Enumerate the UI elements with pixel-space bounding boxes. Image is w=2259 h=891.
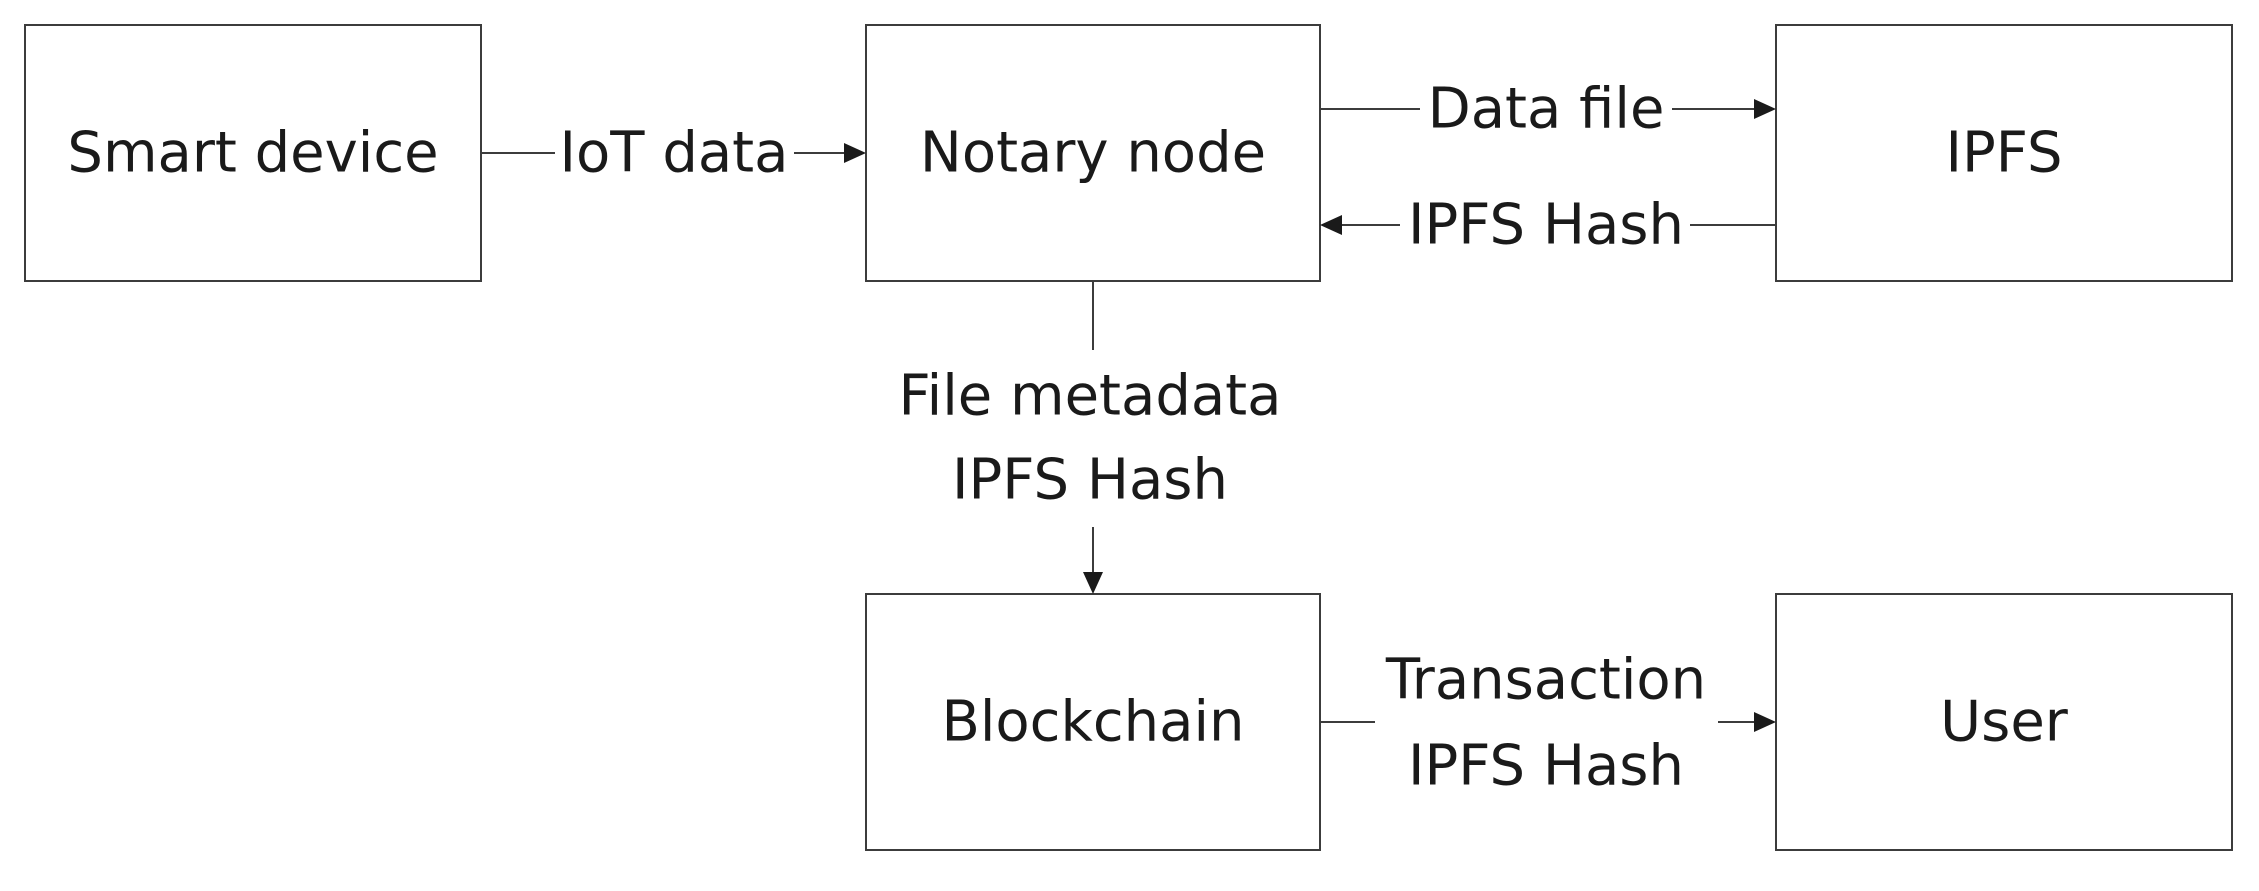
node-ipfs: IPFS [1775,24,2233,282]
node-blockchain-label: Blockchain [941,690,1244,755]
edge-iot-data-label: IoT data [560,121,789,186]
node-user-label: User [1940,690,2069,755]
edge-file-metadata-label-1: File metadata [899,364,1282,429]
node-ipfs-label: IPFS [1945,121,2062,186]
node-user: User [1775,593,2233,851]
edge-ipfs-hash-label: IPFS Hash [1408,193,1684,258]
arrowhead-left-icon [1320,215,1342,235]
node-blockchain-box [865,593,1321,851]
arrowhead-right-icon [1754,712,1776,732]
node-notary: Notary node [865,24,1321,282]
node-smart-device-label: Smart device [67,121,438,186]
node-smart-device-box [24,24,482,282]
edge-file-metadata: File metadata IPFS Hash [899,281,1282,594]
edge-ipfs-hash-return: IPFS Hash [1320,193,1776,258]
arrowhead-down-icon [1083,572,1103,594]
edge-transaction: Transaction IPFS Hash [1320,648,1776,799]
edge-file-metadata-label-2: IPFS Hash [952,448,1228,513]
node-notary-label: Notary node [920,121,1266,186]
edge-iot-data: IoT data [481,121,866,186]
node-ipfs-box [1775,24,2233,282]
edge-transaction-label-2: IPFS Hash [1408,734,1684,799]
node-notary-box [865,24,1321,282]
arrowhead-right-icon [1754,99,1776,119]
edge-transaction-label-1: Transaction [1385,648,1706,713]
edge-data-file: Data file [1320,77,1776,142]
arrowhead-right-icon [844,143,866,163]
node-blockchain: Blockchain [865,593,1321,851]
edge-data-file-label: Data file [1428,77,1665,142]
node-user-box [1775,593,2233,851]
node-smart-device: Smart device [24,24,482,282]
